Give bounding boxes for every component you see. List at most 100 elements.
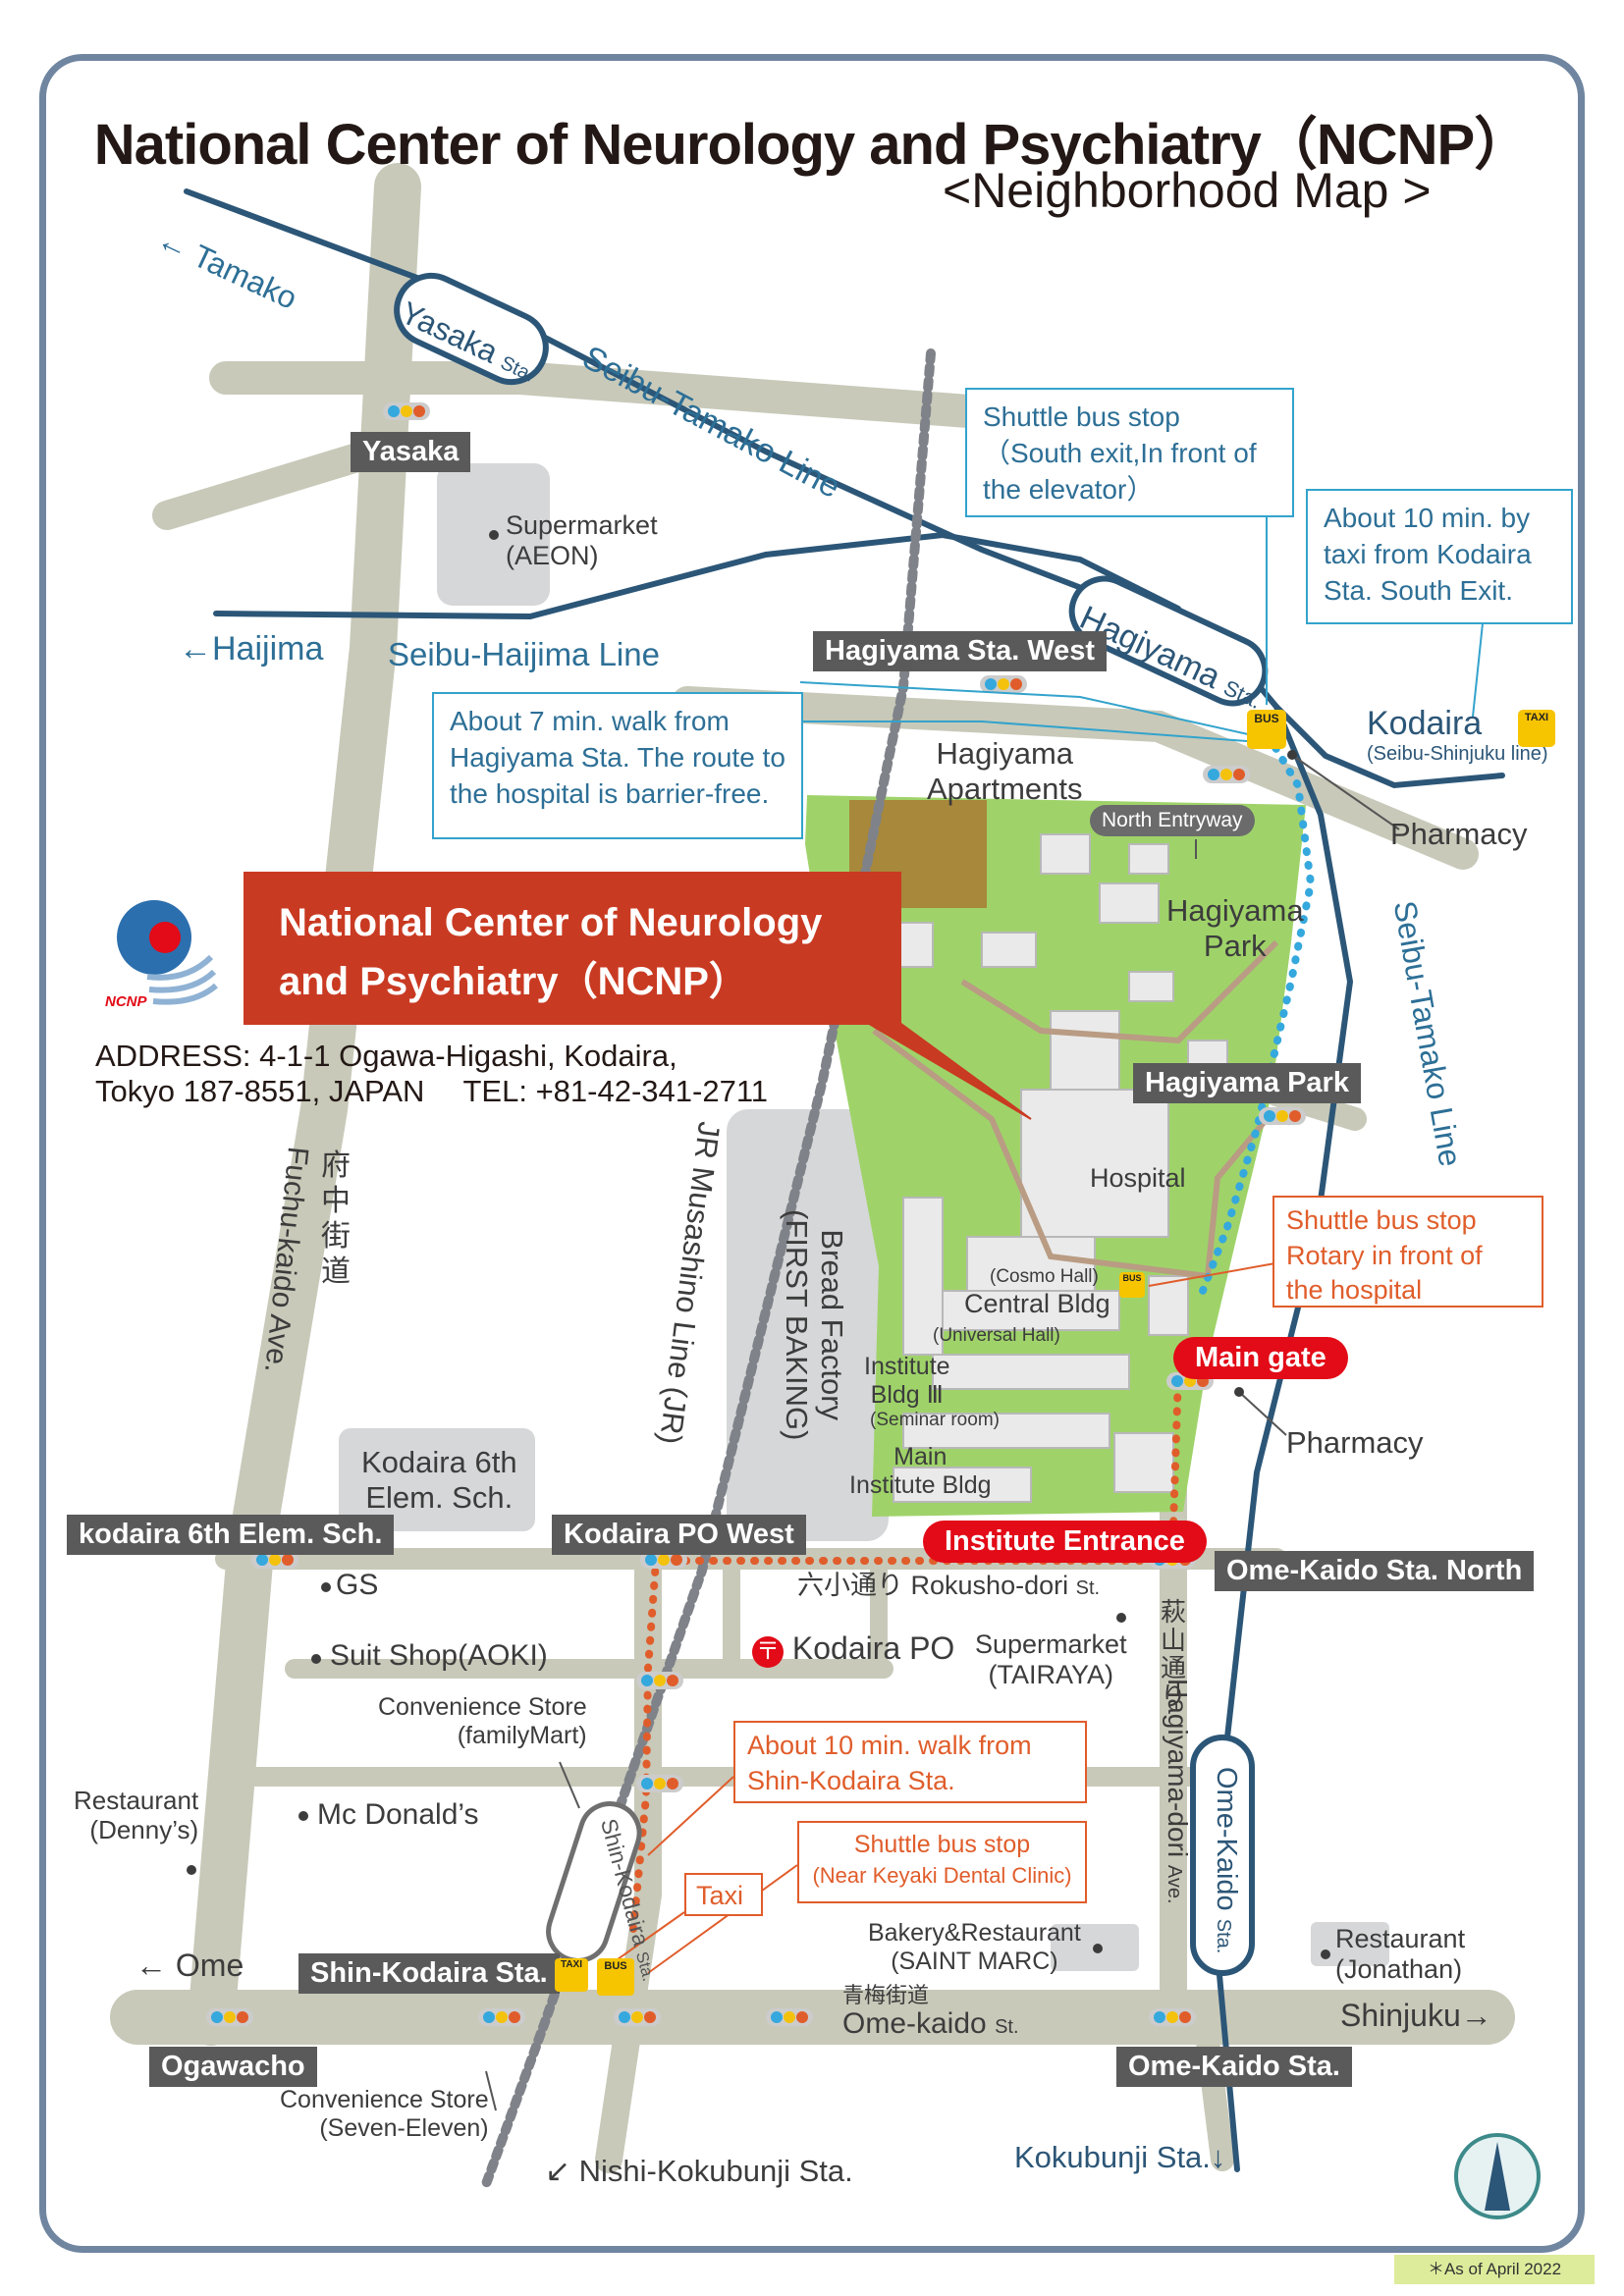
leader-seven-eleven [485,2070,497,2111]
callout-line: Sta. South Exit. [1324,574,1513,606]
campus-building [1113,1432,1174,1493]
rail-label-seibu-haijima: Seibu-Haijima Line [388,636,660,672]
station-kodaira: Kodaira (Seibu-Shinjuku line) [1367,705,1548,766]
callout-line: About 10 min. walk from [747,1731,1032,1760]
station-kodaira-name: Kodaira [1367,705,1483,742]
callout-line: taxi from Kodaira [1324,538,1532,569]
traffic-light [206,2008,253,2026]
facility-address: ADDRESS: 4-1-1 Ogawa-Higashi, Kodaira, T… [95,1039,768,1108]
callout-line: Shuttle bus stop [853,1831,1031,1858]
place-suit-shop: Suit Shop(AOKI) [330,1639,548,1672]
station-ome-kaido-label: Ome-Kaido Sta. [1210,1767,1242,1953]
callout-shuttle-rotary: Shuttle bus stop Rotary in front of the … [1272,1196,1543,1308]
campus-building [1128,971,1174,1002]
intersection-ome-kaido-sta: Ome-Kaido Sta. [1116,2047,1352,2087]
place-seven-eleven-line1: Convenience Store [280,2086,489,2113]
ncnp-logo [117,900,218,1005]
ncnp-logo-text: NCNP [105,993,147,1010]
leader-familymart [559,1761,580,1809]
traffic-light [478,2008,525,2026]
intersection-kodaira-po-west: Kodaira PO West [552,1515,806,1555]
place-familymart: Convenience Store (familyMart) [378,1693,587,1750]
poi-dots [187,530,1330,1959]
campus-institute-entrance: Institute Entrance [923,1521,1207,1563]
leader-walk-hagiyama-2 [800,721,1248,742]
traffic-light [1203,766,1250,783]
campus-cosmo-hall: (Cosmo Hall) [990,1266,1099,1287]
place-kodaira-6th-line2: Elem. Sch. [365,1479,514,1515]
station-kokubunji: Kokubunji Sta.↓ [1014,2140,1226,2174]
road-rokusho-jp: 六小通り [797,1571,903,1600]
campus-building [1040,833,1091,875]
place-pharmacy-south: Pharmacy [1286,1425,1424,1460]
station-kodaira-sub: (Seibu-Shinjuku line) [1367,743,1548,766]
place-jonathan-line1: Restaurant [1335,1924,1466,1953]
traffic-light [614,2008,661,2026]
campus-path [872,1028,1270,1280]
callout-line: Rotary in front of [1286,1240,1483,1270]
leader-shuttle-rotary [1148,1260,1287,1287]
intersection-kodaira-6th: kodaira 6th Elem. Sch. [67,1515,395,1555]
place-supermarket-tairaya: Supermarket (TAIRAYA) [975,1629,1127,1690]
station-ome-kaido-name: Ome-Kaido [1211,1767,1242,1911]
road-ome-kaido: 青梅街道 Ome-kaido St. [842,1983,1019,2042]
callout-line: Hagiyama Sta. The route to [450,741,785,773]
place-kodaira-6th-line1: Kodaira 6th [361,1445,517,1479]
facility-address-line1: ADDRESS: 4-1-1 Ogawa-Higashi, Kodaira, [95,1039,677,1073]
station-yasaka [394,272,549,386]
campus-building [902,1413,1110,1449]
road-rokusho-dori: 六小通り Rokusho-dori St. [797,1571,1100,1601]
campus-building [902,1197,944,1356]
station-capsule [394,272,549,386]
campus-main-institute-line1: Main [893,1443,947,1470]
ncnp-campus [805,795,1306,1517]
campus-building [1148,1275,1189,1336]
road-hagiyama-dori-suffix: Ave. [1164,1864,1185,1904]
taxi-label: TAXI [560,1959,583,1970]
place-park-line2: Park [1203,928,1267,963]
place-saint-marc: Bakery&Restaurant (SAINT MARC) [868,1919,1081,1976]
facility-banner-line2: and Psychiatry（NCNP） [279,960,748,1003]
station-nishi-kokubunji: ↙ Nishi-Kokubunji Sta. [545,2154,853,2188]
kodaira-6th-lot [339,1428,535,1531]
traffic-light [1149,2008,1196,2026]
leader-walk-shin-kodaira [647,1776,734,1856]
campus-building [1020,1089,1169,1238]
callout-line: Shuttle bus stop [983,401,1180,432]
place-familymart-line1: Convenience Store [378,1693,587,1721]
traffic-light [1259,1107,1306,1125]
campus-building [981,932,1037,968]
road-fuchu-kaido-jp: 府中街道 [321,1149,351,1288]
traffic-light [636,1672,683,1689]
place-kodaira-po: 〒 Kodaira PO [752,1630,954,1668]
place-dennys-line1: Restaurant [74,1786,199,1815]
page-title: National Center of Neurology and Psychia… [93,113,1531,177]
campus-hospital: Hospital [1090,1163,1186,1193]
intersection-ogawacho: Ogawacho [149,2047,317,2087]
taxi-icon-kodaira: TAXI [1518,710,1555,747]
callout-line: Shuttle bus stop [1286,1205,1477,1235]
intersection-shin-kodaira-sta: Shin-Kodaira Sta. [298,1953,560,1994]
campus-institute-bldg3-line1: Institute [864,1353,950,1380]
intersection-yasaka: Yasaka [351,432,471,472]
callout-line: (Near Keyaki Dental Clinic) [812,1863,1072,1888]
place-bread-factory: Bread Factory (FIRST BAKING) [780,1209,849,1440]
intersection-hagiyama-sta-west: Hagiyama Sta. West [813,631,1108,671]
as-of-date: ＊As of April 2022 [1394,2255,1595,2284]
road-rokusho-en: Rokusho-dori [910,1571,1069,1600]
campus-building [893,1467,1032,1503]
bus-label: BUS [1254,712,1279,725]
seibu-tamako-line [184,188,1354,2172]
place-pharmacy-north: Pharmacy [1390,817,1528,851]
callout-line: the hospital is barrier-free. [450,777,770,809]
campus-main-institute: Main Institute Bldg [849,1443,992,1500]
place-saint-marc-line2: (SAINT MARC) [891,1947,1058,1975]
callout-line: About 10 min. by [1324,503,1531,533]
page-subtitle: <Neighborhood Map > [943,163,1432,218]
place-hagiyama-park: Hagiyama Park [1166,893,1304,963]
place-seven-eleven: Convenience Store (Seven-Eleven) [280,2086,489,2143]
bread-factory-lot [727,1109,889,1541]
campus-seminar-room: (Seminar room) [870,1410,1000,1430]
